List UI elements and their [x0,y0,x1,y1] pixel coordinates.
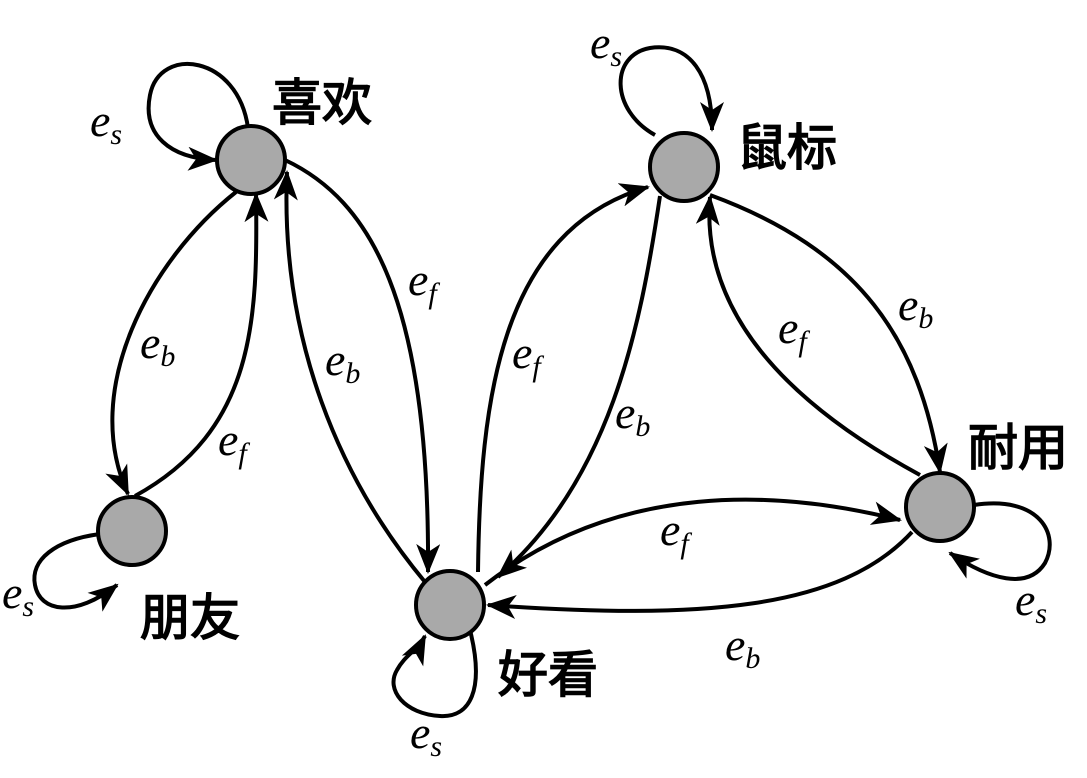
edge-shubiao-to-naiyong [709,193,948,474]
edge-xihuan-to-haokan [284,158,441,574]
edge-label-sub: s [430,730,442,763]
node-circle [96,495,168,567]
edge-label-base: e [590,17,610,68]
node-pengyou: 朋友 [96,495,240,647]
edge-shubiao-to-haokan [496,195,662,579]
edges-layer [32,45,1052,719]
node-circle [414,569,486,641]
edge-label-sub: b [918,302,933,335]
edge-label-naiyong-self-loop: es [1015,574,1047,630]
edge-label-sub: s [610,40,622,73]
edge-label-pengyou-to-xihuan: ef [218,414,250,470]
edge-label-xihuan-to-pengyou: eb [140,317,175,373]
edge-label-sub: s [22,590,34,623]
edge-haokan-self-loop [391,629,478,719]
edge-haokan-to-shubiao [476,183,650,573]
edge-label-sub: f [532,350,544,383]
node-circle [215,124,287,196]
edge-label-base: e [90,95,110,146]
node-haokan: 好看 [414,569,598,704]
edge-pengyou-self-loop [32,532,119,612]
edge-label-sub: s [1035,597,1047,630]
node-label: 耐用 [968,418,1068,477]
edge-label-shubiao-to-haokan: eb [615,387,650,443]
node-naiyong: 耐用 [904,418,1068,543]
edge-label-base: e [2,567,22,618]
node-shubiao: 鼠标 [648,118,837,203]
edge-label-shubiao-to-naiyong: eb [898,279,933,335]
edge-label-naiyong-to-shubiao: ef [778,302,810,358]
node-label: 好看 [497,645,598,704]
edge-label-base: e [218,414,238,465]
edge-shubiao-self-loop [618,45,724,137]
edge-naiyong-to-haokan [486,530,914,619]
edge-label-haokan-to-xihuan: eb [325,334,360,390]
edge-label-base: e [1015,574,1035,625]
edge-label-xihuan-self-loop: es [90,95,122,151]
edge-label-base: e [410,707,430,758]
edge-label-pengyou-self-loop: es [2,567,34,623]
edge-xihuan-to-pengyou [105,190,238,496]
edge-pengyou-to-xihuan [134,192,269,498]
node-xihuan: 喜欢 [215,73,372,196]
edge-label-base: e [660,504,680,555]
node-label: 鼠标 [737,118,837,177]
edge-label-base: e [898,279,918,330]
edge-label-xihuan-to-haokan: ef [408,254,440,310]
edge-label-sub: b [745,642,760,675]
edge-label-base: e [408,254,428,305]
node-circle [904,471,976,543]
edge-label-haokan-to-naiyong: ef [660,504,692,560]
node-label: 喜欢 [272,73,372,132]
edge-haokan-to-naiyong [483,497,902,587]
edge-label-sub: f [798,325,810,358]
edge-label-base: e [325,334,345,385]
edge-label-sub: f [428,277,440,310]
edge-xihuan-self-loop [146,61,250,171]
edge-naiyong-to-shubiao [695,195,921,477]
edge-label-base: e [512,327,532,378]
edge-label-sub: s [110,118,122,151]
edge-label-sub: b [635,410,650,443]
node-circle [648,131,720,203]
edge-label-sub: b [160,340,175,373]
edge-label-naiyong-to-haokan: eb [725,619,760,675]
nodes-layer: 喜欢 朋友 好看 鼠标 耐用 [96,73,1068,704]
edge-label-base: e [778,302,798,353]
edge-label-sub: f [680,527,692,560]
edge-naiyong-self-loop [948,501,1052,581]
edge-label-sub: b [345,357,360,390]
edge-label-sub: f [238,437,250,470]
edge-label-haokan-to-shubiao: ef [512,327,544,383]
edge-haokan-to-xihuan [273,170,427,584]
node-label: 朋友 [140,588,240,647]
edge-label-base: e [140,317,160,368]
edge-label-haokan-self-loop: es [410,707,442,763]
edge-label-shubiao-self-loop: es [590,17,622,73]
edge-label-base: e [615,387,635,438]
edge-label-base: e [725,619,745,670]
